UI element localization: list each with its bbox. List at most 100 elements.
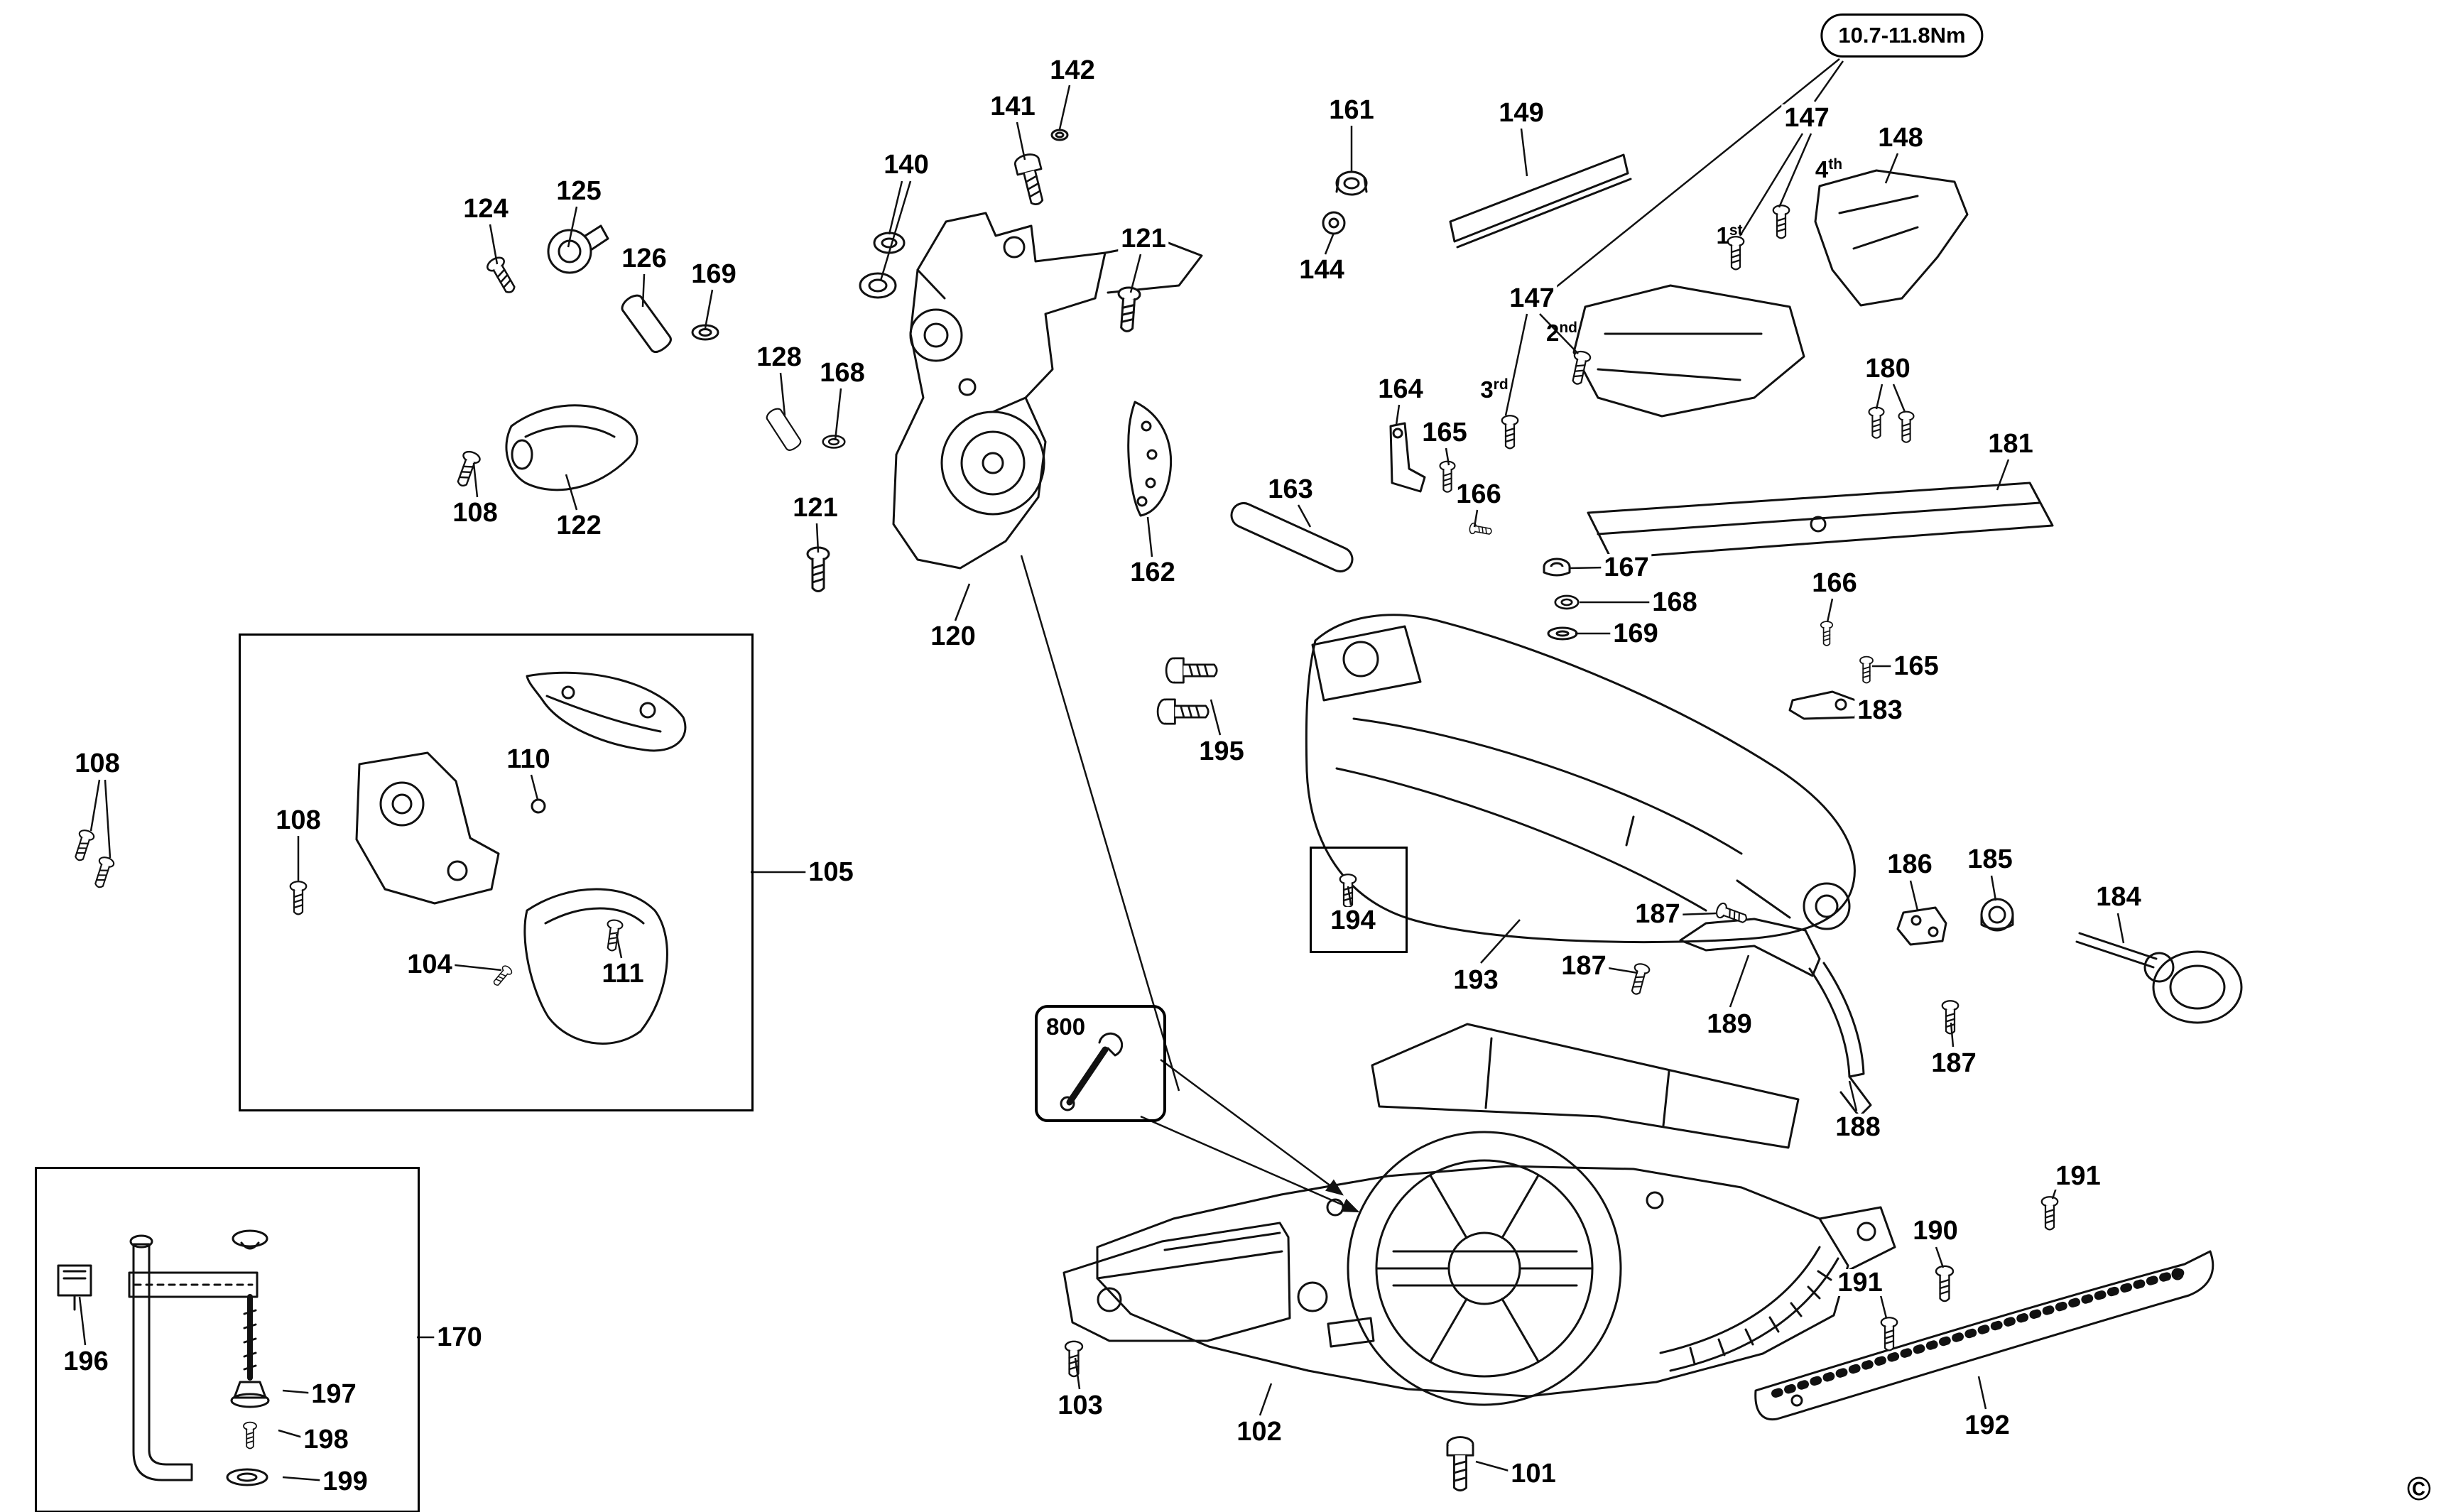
part-label-199: 199	[320, 1468, 371, 1495]
rod-163-drawing	[1230, 502, 1354, 572]
base-assembly-drawing	[1062, 1023, 1896, 1406]
part-label-161: 161	[1326, 97, 1377, 124]
part-label-169-a: 169	[688, 261, 739, 288]
pin-128-drawing	[763, 406, 803, 453]
part-label-101: 101	[1508, 1460, 1559, 1487]
part-label-110: 110	[504, 746, 553, 773]
guard-housing-193-drawing	[1305, 614, 1856, 943]
part-label-184: 184	[2093, 883, 2144, 910]
torque-badge: 10.7-11.8Nm	[1820, 13, 1984, 58]
part-label-169-b: 169	[1610, 620, 1661, 647]
part-label-105: 105	[805, 859, 857, 886]
group-box-170	[35, 1167, 420, 1512]
part-label-147-b: 147	[1506, 285, 1558, 312]
pivot-bracket-120-drawing	[892, 212, 1203, 570]
part-label-170: 170	[434, 1324, 485, 1351]
part-label-187-b: 187	[1558, 952, 1609, 979]
part-label-192: 192	[1962, 1412, 2013, 1439]
part-label-198: 198	[300, 1426, 352, 1453]
screw-166b-drawing	[1820, 621, 1834, 646]
screw-187b-drawing	[1627, 962, 1651, 997]
part-label-147-a: 147	[1781, 104, 1832, 131]
part-label-195: 195	[1196, 738, 1247, 765]
kerf-plate-149-drawing	[1449, 153, 1632, 249]
part-label-189: 189	[1704, 1011, 1755, 1038]
part-label-140: 140	[881, 151, 932, 178]
part-label-164: 164	[1375, 376, 1426, 403]
screw-180a-drawing	[1868, 406, 1885, 439]
ordinal-3rd: 3rd	[1480, 376, 1509, 403]
bolt-195b-drawing	[1156, 698, 1210, 725]
screw-147-4th-drawing	[1772, 205, 1790, 239]
part-label-185: 185	[1964, 846, 2016, 873]
part-label-197: 197	[308, 1381, 359, 1408]
part-label-168-a: 168	[817, 359, 868, 386]
copyright-mark: ©	[2407, 1470, 2431, 1507]
pin-126-drawing	[618, 290, 675, 357]
part-label-183: 183	[1854, 697, 1906, 724]
detail-reference-number: 800	[1046, 1013, 1086, 1040]
part-label-128: 128	[754, 344, 805, 371]
part-label-126: 126	[619, 245, 670, 272]
part-label-162: 162	[1127, 559, 1178, 586]
arbor-parts-161-144-drawing	[1322, 170, 1368, 235]
part-label-108-a: 108	[450, 499, 501, 526]
screw-121b-drawing	[806, 546, 830, 592]
screw-103-drawing	[1064, 1340, 1084, 1378]
part-label-108-c: 108	[273, 807, 324, 834]
part-label-144: 144	[1296, 256, 1347, 283]
part-label-103: 103	[1055, 1392, 1106, 1419]
part-label-124: 124	[460, 195, 511, 222]
part-label-193: 193	[1450, 967, 1501, 994]
leader-lines	[78, 58, 2125, 1482]
part-label-186: 186	[1884, 851, 1935, 878]
guard-plates-105-drawing	[355, 671, 687, 1045]
torque-value: 10.7-11.8Nm	[1838, 23, 1966, 48]
part-label-111: 111	[599, 960, 647, 987]
bolt-101-drawing	[1446, 1436, 1474, 1492]
knob-184-185-186-drawing	[1896, 898, 2243, 1024]
bracket-183-drawing	[1788, 690, 1861, 720]
detail-reference-box: 800	[1035, 1005, 1166, 1122]
ordinal-4th: 4th	[1815, 156, 1843, 183]
screw-108c-drawing	[90, 854, 116, 891]
washer-168b-drawing	[1554, 594, 1580, 610]
part-label-166-a: 166	[1453, 481, 1504, 508]
bracket-164-drawing	[1389, 422, 1426, 493]
screw-180b-drawing	[1898, 410, 1915, 443]
part-label-168-b: 168	[1649, 589, 1700, 616]
part-label-122: 122	[553, 512, 604, 539]
work-clamp-170-drawing	[57, 1229, 270, 1486]
part-label-125: 125	[553, 178, 604, 205]
part-label-165-a: 165	[1419, 419, 1470, 446]
bolt-195a-drawing	[1165, 657, 1218, 684]
ordinal-2nd: 2nd	[1545, 320, 1578, 346]
part-label-194: 194	[1327, 907, 1379, 934]
part-label-108-b: 108	[72, 750, 123, 777]
screw-108b-drawing	[70, 827, 96, 864]
part-label-104: 104	[404, 951, 455, 978]
fence-rail-181-drawing	[1587, 482, 2054, 560]
screw-191a-drawing	[2040, 1196, 2059, 1231]
screw-121a-drawing	[1114, 285, 1142, 333]
part-label-148: 148	[1875, 124, 1926, 151]
part-label-190: 190	[1910, 1217, 1961, 1244]
part-label-102: 102	[1234, 1418, 1285, 1445]
screw-166a-drawing	[1468, 522, 1493, 538]
part-label-188: 188	[1832, 1114, 1884, 1141]
screw-124-drawing	[484, 254, 521, 298]
part-label-120: 120	[928, 623, 979, 650]
screw-108a-drawing	[452, 448, 482, 489]
part-label-187-c: 187	[1928, 1050, 1979, 1077]
part-label-141: 141	[987, 93, 1038, 120]
part-label-181: 181	[1985, 430, 2036, 457]
blade-segment-162-drawing	[1127, 401, 1173, 517]
part-label-196: 196	[60, 1348, 112, 1375]
part-label-121-b: 121	[790, 494, 841, 521]
part-label-191-b: 191	[1835, 1269, 1886, 1296]
ordinal-1st: 1st	[1716, 222, 1743, 249]
nut-167-drawing	[1543, 558, 1571, 577]
hardware-stack-167-168-169-drawing	[1547, 626, 1578, 641]
